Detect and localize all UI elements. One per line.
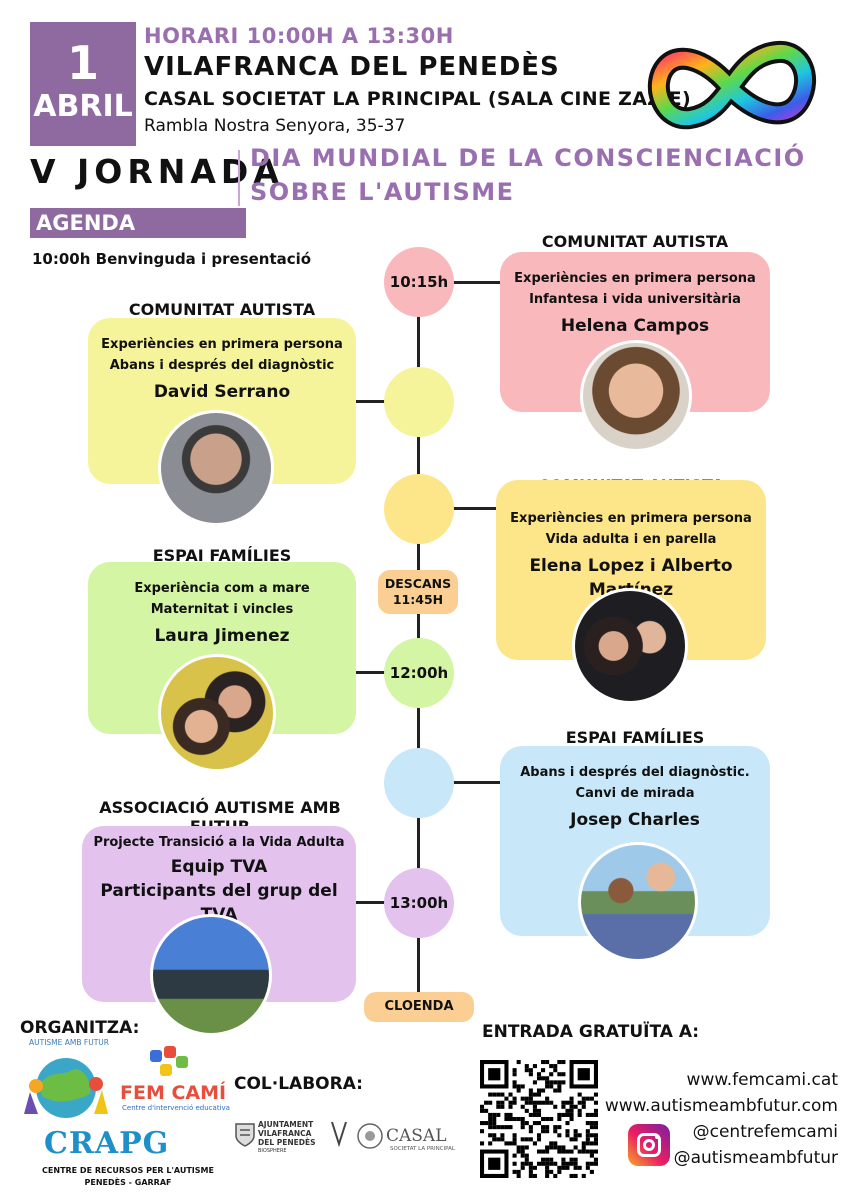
entrada-label: ENTRADA GRATUÏTA A:: [482, 1022, 700, 1042]
section-title: COMUNITAT AUTISTA: [128, 300, 316, 319]
session-line1: Experiències en primera persona: [510, 511, 752, 526]
time-dot-1300: 13:00h: [384, 868, 454, 938]
speaker-name: Helena Campos: [560, 316, 710, 336]
time-dot-1200: 12:00h: [384, 638, 454, 708]
agenda-heading: AGENDA: [30, 208, 246, 238]
session-line1: Experiències en primera persona: [101, 337, 343, 352]
autisme-amb-futur-logo: [24, 1058, 108, 1118]
session-line2: Infantesa i vida universitària: [529, 292, 741, 307]
crapg-subtitle-2: PENEDÈS - GARRAF: [84, 1178, 172, 1187]
time-label: 10:15h: [389, 273, 449, 291]
speaker-photo: [572, 588, 688, 704]
session-line2: Maternitat i vincles: [150, 602, 294, 617]
website-link-femcami[interactable]: www.femcami.cat: [686, 1070, 838, 1090]
collabora-label: COL·LABORA:: [234, 1074, 363, 1094]
organitza-label: ORGANITZA:: [20, 1018, 140, 1038]
title-divider: [238, 150, 240, 206]
session-line1: Experiències en primera persona: [514, 271, 756, 286]
speaker-photo: [158, 410, 274, 526]
instagram-handle-femcami[interactable]: @centrefemcami: [692, 1122, 838, 1142]
session-line2: Abans i després del diagnòstic: [109, 358, 335, 373]
fem-cami-name: FEM CAMÍ: [120, 1082, 227, 1104]
ajuntament-line1: AJUNTAMENT: [258, 1120, 314, 1129]
time-label: 12:00h: [389, 664, 449, 682]
address: Rambla Nostra Senyora, 35-37: [144, 116, 406, 136]
section-title: COMUNITAT AUTISTA: [541, 232, 729, 251]
time-dot-elena: [384, 474, 454, 544]
qr-code-graphic: [480, 1060, 598, 1178]
ajuntament-line4: BIOSPHERE: [258, 1148, 287, 1154]
speaker-name: David Serrano: [153, 382, 291, 402]
ajuntament-crest-icon: [235, 1123, 255, 1147]
instagram-handle-autisme[interactable]: @autismeambfutur: [673, 1148, 838, 1168]
speaker-photo: [158, 654, 276, 772]
casal-logo-text: CASAL: [386, 1126, 447, 1146]
time-dot-josep: [384, 748, 454, 818]
date-day: 1: [66, 36, 99, 90]
welcome-item: 10:00h Benvinguda i presentació: [32, 250, 312, 268]
session-line1: Abans i després del diagnòstic.: [520, 765, 750, 780]
break-label: DESCANS: [384, 576, 452, 591]
autisme-futur-arc-text: AUTISME AMB FUTUR: [29, 1038, 109, 1047]
ajuntament-line3: DEL PENEDÈS: [258, 1138, 316, 1147]
speaker-photo: [578, 842, 698, 962]
session-line2: Vida adulta i en parella: [545, 532, 717, 547]
edition-title: V JORNADA: [30, 152, 284, 191]
connector: [450, 781, 500, 784]
ajuntament-line2: VILAFRANCA: [258, 1129, 312, 1138]
connector: [356, 400, 386, 403]
qr-code[interactable]: [480, 1060, 598, 1178]
time-dot-1015: 10:15h: [384, 247, 454, 317]
connector: [356, 671, 386, 674]
speaker-name: Josep Charles: [570, 810, 700, 830]
session-line1: Projecte Transició a la Vida Adulta: [93, 835, 345, 850]
time-label: 13:00h: [389, 894, 449, 912]
date-month: ABRIL: [33, 89, 133, 124]
ajuntament-logo-text: AJUNTAMENT VILAFRANCA DEL PENEDÈS BIOSPH…: [258, 1120, 316, 1156]
group-photo: [150, 914, 272, 1036]
connector: [450, 507, 496, 510]
event-title-line2: SOBRE L'AUTISME: [250, 178, 515, 206]
speaker-name: Laura Jimenez: [154, 626, 290, 646]
closing-label: CLOENDA: [384, 999, 454, 1014]
schedule-time: HORARI 10:00H A 13:30H: [144, 24, 454, 48]
section-title: ESPAI FAMÍLIES: [152, 546, 292, 565]
connector: [450, 281, 500, 284]
venue: CASAL SOCIETAT LA PRINCIPAL (SALA CINE Z…: [144, 88, 691, 110]
instagram-icon[interactable]: [628, 1124, 670, 1166]
connector: [356, 901, 386, 904]
casal-crest-icon: [357, 1123, 383, 1149]
infinity-logo: [647, 41, 816, 130]
crapg-logo: CRAPG: [44, 1126, 170, 1161]
website-link-autisme[interactable]: www.autismeambfutur.com: [604, 1096, 838, 1116]
break-pill: DESCANS 11:45H: [378, 570, 458, 614]
closing-pill: CLOENDA: [364, 992, 474, 1022]
section-title: ESPAI FAMÍLIES: [565, 728, 705, 747]
ajuntament-v-mark-icon: [331, 1121, 347, 1148]
time-dot-david: [384, 367, 454, 437]
city: VILAFRANCA DEL PENEDÈS: [144, 52, 560, 82]
crapg-subtitle-1: CENTRE DE RECURSOS PER L'AUTISME: [42, 1166, 214, 1175]
date-badge: 1 ABRIL: [30, 22, 136, 146]
session-line2: Canvi de mirada: [575, 786, 695, 801]
speaker-photo: [580, 340, 692, 452]
event-title-line1: DIA MUNDIAL DE LA CONSCIENCIACIÓ: [250, 144, 806, 172]
break-time: 11:45H: [392, 592, 444, 607]
casal-logo-sub: SOCIETAT LA PRINCIPAL: [390, 1146, 455, 1152]
session-line1: Experiència com a mare: [134, 581, 310, 596]
fem-cami-icon: [150, 1046, 188, 1076]
fem-cami-subtitle: Centre d'intervenció educativa: [122, 1104, 230, 1112]
speaker-name: Equip TVA: [170, 857, 268, 877]
